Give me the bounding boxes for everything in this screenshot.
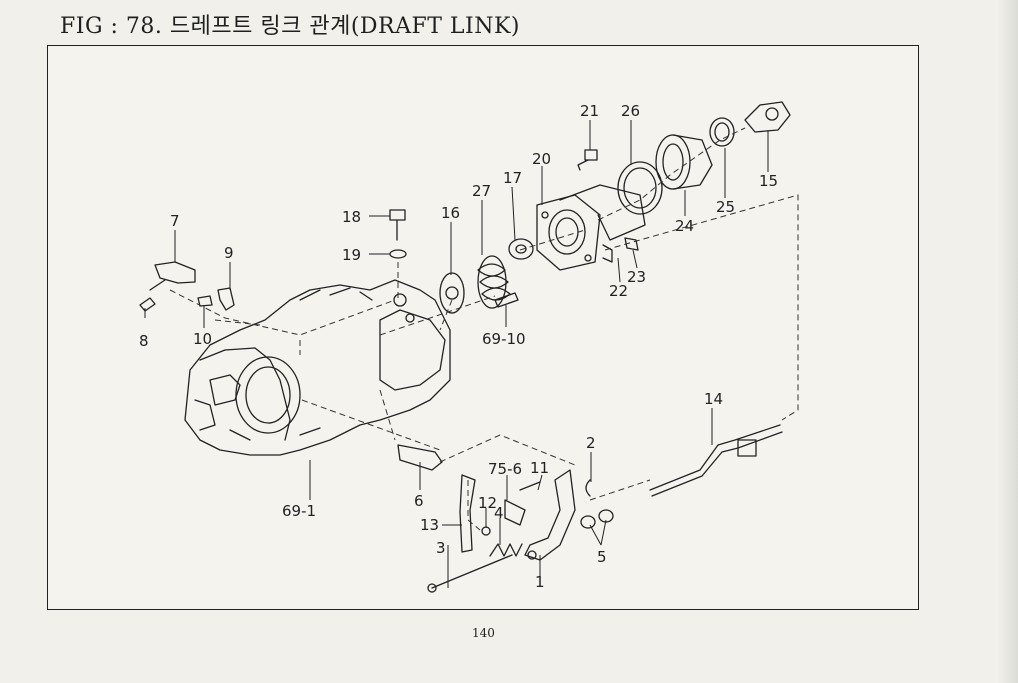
label-10: 10 [193,330,212,348]
label-leaders [144,120,769,588]
label-16: 16 [441,204,460,222]
lift-cylinder-assembly [389,101,791,314]
label-14: 14 [704,390,723,408]
assembly-lines [169,127,799,531]
label-25: 25 [716,198,735,216]
left-linkage-parts [139,261,235,312]
label-4: 4 [494,504,504,522]
scan-edge-shadow [998,0,1018,683]
label-17: 17 [503,169,522,187]
label-7: 7 [170,212,180,230]
label-9: 9 [224,244,234,262]
label-11: 11 [530,459,549,477]
label-23: 23 [627,268,646,286]
label-13: 13 [420,516,439,534]
transmission-case [184,279,451,456]
label-12: 12 [478,494,497,512]
diagram-frame [47,45,919,610]
figure-title: FIG : 78. 드레프트 링크 관계(DRAFT LINK) [60,14,520,39]
label-69-10: 69-10 [482,330,526,348]
label-26: 26 [621,102,640,120]
label-22: 22 [609,282,628,300]
label-20: 20 [532,150,551,168]
part-labels: 1 2 3 4 5 6 7 8 9 10 11 12 13 14 15 16 1… [139,102,778,591]
label-19: 19 [342,246,361,264]
label-69-1: 69-1 [282,502,316,520]
label-6: 6 [414,492,424,510]
label-27: 27 [472,182,491,200]
label-1: 1 [535,573,545,591]
label-3: 3 [436,539,446,557]
draft-linkage-assembly [397,424,783,593]
label-2: 2 [586,434,596,452]
label-21: 21 [580,102,599,120]
label-24: 24 [675,217,694,235]
page-number: 140 [472,626,495,640]
label-18: 18 [342,208,361,226]
label-75-6: 75-6 [488,460,522,478]
label-15: 15 [759,172,778,190]
label-5: 5 [597,548,607,566]
label-8: 8 [139,332,149,350]
